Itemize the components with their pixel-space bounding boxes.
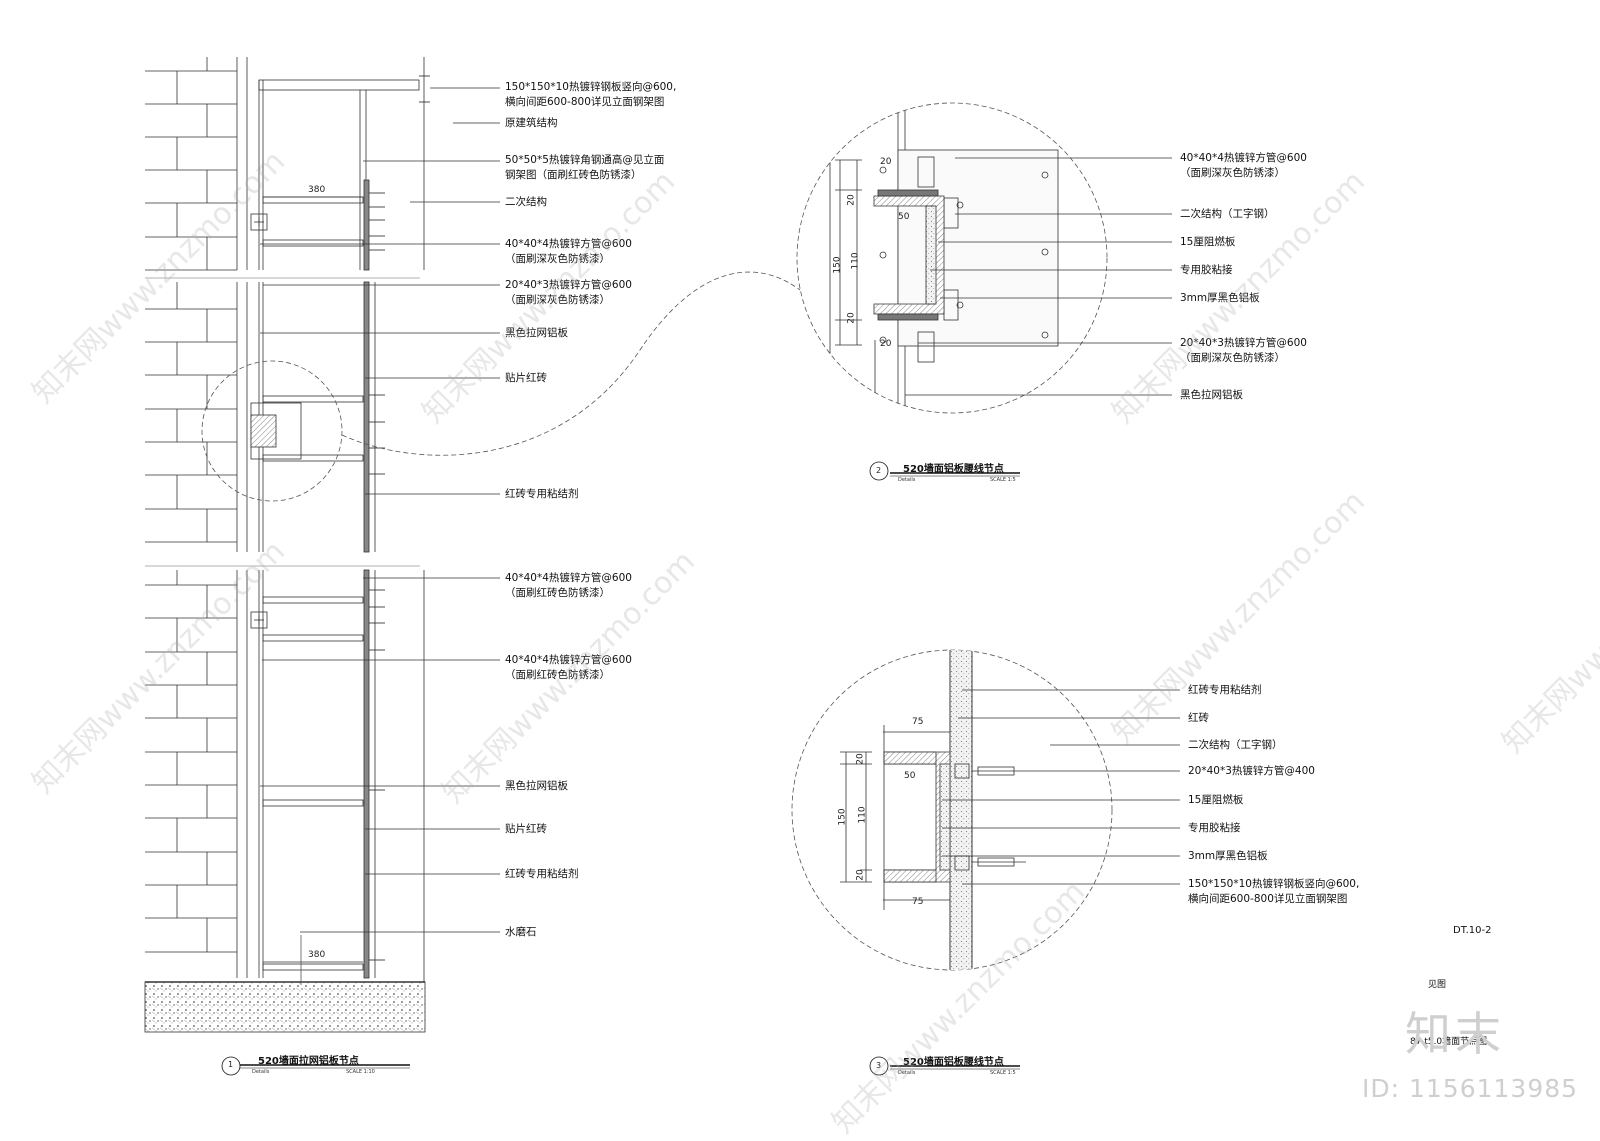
d2-title: 520墙面铝板腰线节点: [903, 464, 1004, 475]
d1-label-lower-tube-4: （面刷红砖色防锈漆）: [505, 669, 610, 681]
d1-title: 520墙面拉网铝板节点: [258, 1056, 359, 1067]
d2-dim-top-20: 20: [880, 157, 892, 167]
d1-dim-380-lower: 380: [308, 950, 326, 960]
detail-2-section: [796, 102, 1108, 414]
d2-dim-left-20-top: 20: [846, 194, 857, 206]
sheet-caption-1: 见图: [1428, 980, 1447, 990]
d3-dim-110: 110: [857, 806, 868, 824]
d3-label-brick-adhesive: 红砖专用粘结剂: [1188, 684, 1262, 696]
d1-label-tube-40-2: （面刷深灰色防锈漆）: [505, 253, 610, 265]
d3-label-steel-plate-1: 150*150*10热镀锌钢板竖向@600,: [1188, 878, 1360, 890]
brick-wall-upper: [145, 57, 248, 271]
d1-label-angle-steel-1: 50*50*5热镀锌角钢通高@见立面: [505, 154, 665, 166]
d3-label-steel-plate-2: 横向间距600-800详见立面钢架图: [1188, 893, 1348, 905]
d3-sub-details: Details: [898, 1070, 916, 1076]
d3-label-tube-20: 20*40*3热镀锌方管@400: [1188, 765, 1315, 777]
d3-dim-top-75: 75: [912, 717, 924, 727]
d1-label-brick-tile: 贴片红砖: [505, 372, 547, 384]
d2-sub-details: Details: [898, 477, 916, 483]
d3-label-brick: 红砖: [1188, 712, 1209, 724]
detail-3-leaders: [942, 689, 1180, 885]
d3-title: 520墙面铝板腰线节点: [903, 1057, 1004, 1068]
d1-label-lower-mesh-panel: 黑色拉网铝板: [505, 780, 568, 792]
d2-label-aluminum-panel: 3mm厚黑色铝板: [1180, 292, 1260, 304]
detail-1-leaders: [260, 87, 500, 933]
d2-label-tube-20-1: 20*40*3热镀锌方管@600: [1180, 337, 1307, 349]
d3-label-i-beam: 二次结构（工字钢）: [1188, 739, 1283, 751]
d2-dim-bottom-20: 20: [880, 339, 892, 349]
d3-scale: SCALE 1:5: [990, 1070, 1016, 1076]
d1-label-angle-steel-2: 钢架图（面刷红砖色防锈漆）: [505, 169, 642, 181]
detail-2-leaders: [905, 157, 1172, 396]
d2-number: 2: [876, 466, 882, 475]
d2-dim-left-20-bottom: 20: [846, 312, 857, 324]
d1-sub-details: Details: [252, 1069, 270, 1075]
d3-label-fireproof-board: 15厘阻燃板: [1188, 794, 1244, 806]
sheet-caption-2: 87 t5.0墙面节点图: [1410, 1037, 1488, 1047]
d1-label-lower-brick-tile: 贴片红砖: [505, 823, 547, 835]
d2-label-glue: 专用胶粘接: [1180, 264, 1233, 276]
d3-dim-left-20-top: 20: [855, 753, 866, 765]
d1-number: 1: [228, 1060, 234, 1069]
detail-1-elevation: [144, 57, 801, 1033]
d1-label-lower-tube-1: 40*40*4热镀锌方管@600: [505, 572, 632, 584]
d3-label-aluminum-panel: 3mm厚黑色铝板: [1188, 850, 1268, 862]
brick-wall-lower: [145, 570, 248, 978]
d2-label-i-beam: 二次结构（工字钢）: [1180, 208, 1275, 220]
brick-wall-middle: [145, 282, 248, 552]
d2-dim-110: 110: [850, 252, 861, 270]
d1-label-mesh-panel: 黑色拉网铝板: [505, 327, 568, 339]
d1-label-tube-20-1: 20*40*3热镀锌方管@600: [505, 279, 632, 291]
d2-label-fireproof-board: 15厘阻燃板: [1180, 236, 1236, 248]
d3-dim-left-20-bottom: 20: [855, 869, 866, 881]
d1-dim-380-upper: 380: [308, 185, 326, 195]
d2-scale: SCALE 1:5: [990, 477, 1016, 483]
d1-label-brick-adhesive: 红砖专用粘结剂: [505, 488, 579, 500]
d1-label-lower-tube-2: （面刷红砖色防锈漆）: [505, 587, 610, 599]
d1-label-tube-40-1: 40*40*4热镀锌方管@600: [505, 238, 632, 250]
watermark-id: ID: 1156113985: [1362, 1074, 1579, 1103]
d1-label-secondary-structure: 二次结构: [505, 196, 547, 208]
d3-dim-50: 50: [904, 771, 916, 781]
d1-label-original-structure: 原建筑结构: [505, 117, 558, 129]
d1-label-steel-plate-2: 横向间距600-800详见立面钢架图: [505, 96, 665, 108]
d1-label-lower-tube-3: 40*40*4热镀锌方管@600: [505, 654, 632, 666]
sheet-code: DT.10-2: [1453, 925, 1492, 936]
d1-label-lower-brick-adhesive: 红砖专用粘结剂: [505, 868, 579, 880]
d1-label-terrazzo: 水磨石: [505, 926, 537, 938]
d2-label-tube-20-2: （面刷深灰色防锈漆）: [1180, 352, 1285, 364]
watermark-logo: 知末: [1405, 1007, 1505, 1061]
d2-label-tube-40-1: 40*40*4热镀锌方管@600: [1180, 152, 1307, 164]
d1-label-tube-20-2: （面刷深灰色防锈漆）: [505, 294, 610, 306]
d3-number: 3: [876, 1061, 882, 1070]
d2-dim-150: 150: [832, 256, 843, 274]
d1-label-steel-plate-1: 150*150*10热镀锌钢板竖向@600,: [505, 81, 677, 93]
d3-dim-150: 150: [837, 808, 848, 826]
detail-3-section: [791, 649, 1113, 971]
d1-scale: SCALE 1:10: [346, 1069, 375, 1075]
d2-label-mesh-panel: 黑色拉网铝板: [1180, 389, 1243, 401]
d2-label-tube-40-2: （面刷深灰色防锈漆）: [1180, 167, 1285, 179]
d3-label-glue: 专用胶粘接: [1188, 822, 1241, 834]
d2-dim-50: 50: [898, 212, 910, 222]
d3-dim-bottom-75: 75: [912, 897, 924, 907]
